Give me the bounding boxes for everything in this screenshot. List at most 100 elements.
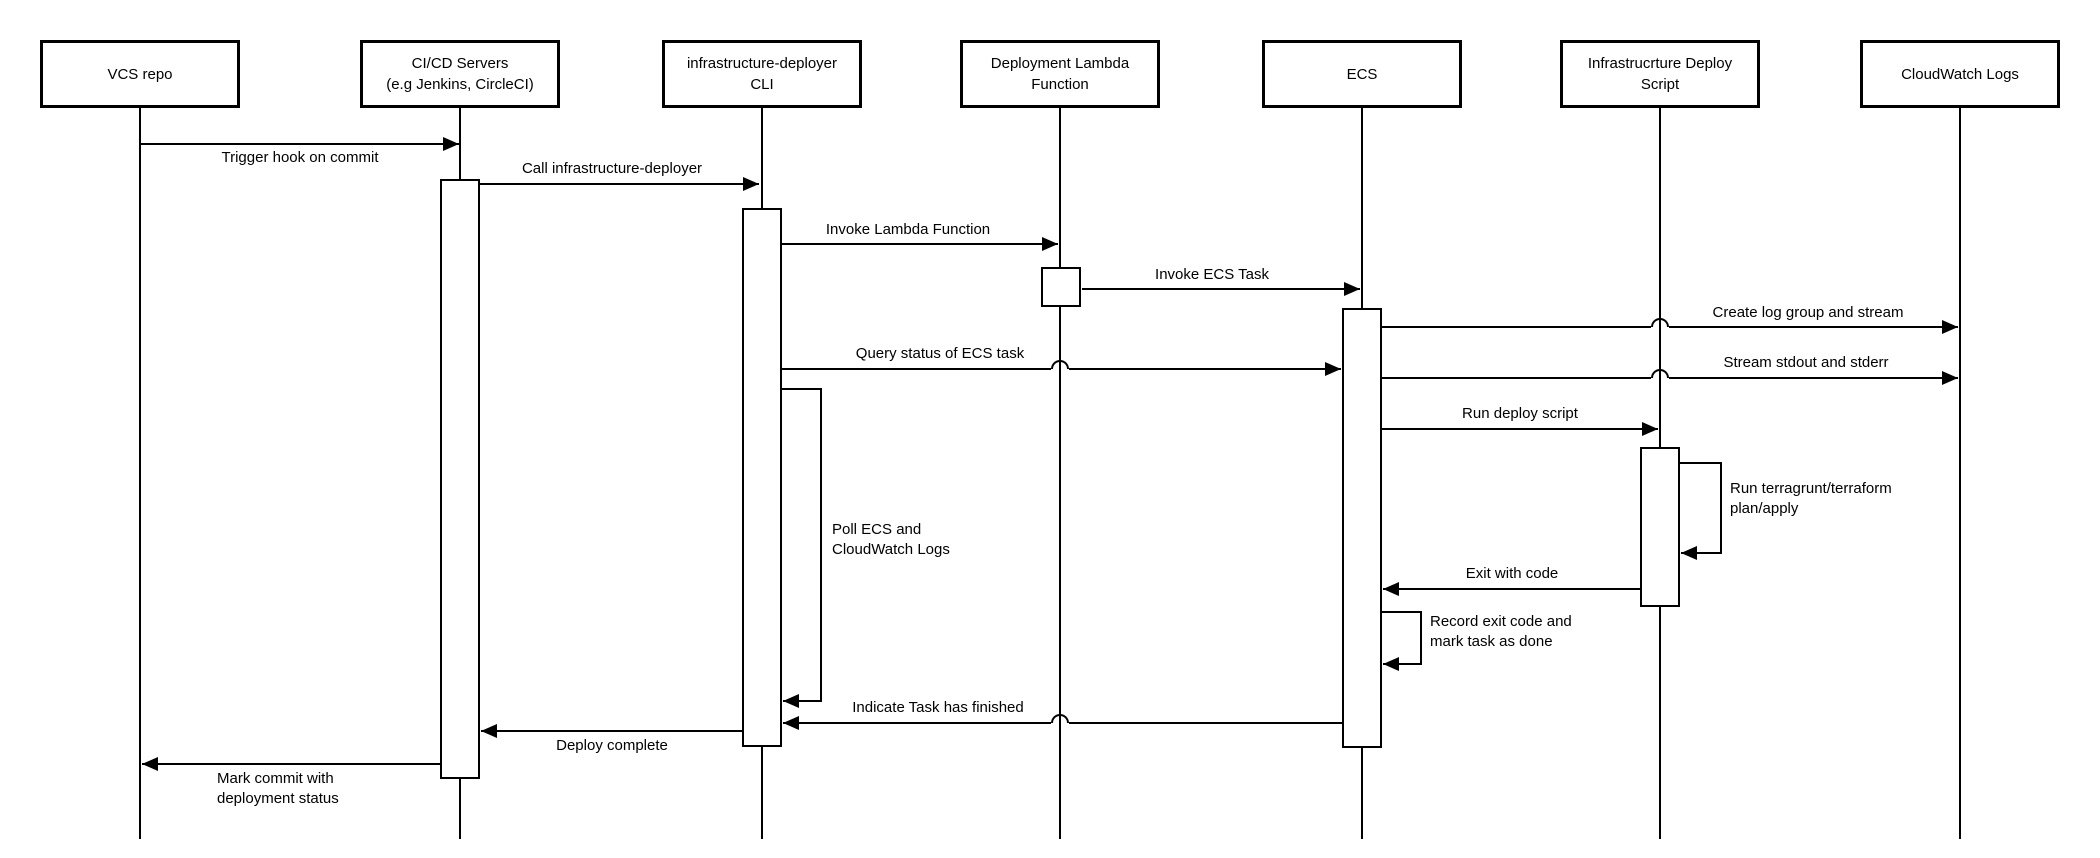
message-label-stream-stdout-text: Stream stdout and stderr <box>1723 354 1889 371</box>
actor-label: CLI <box>750 76 774 93</box>
actor-box-ecs: ECS <box>1262 40 1462 108</box>
self-message-label-poll-ecs-loop-text: Poll ECS and <box>832 521 922 538</box>
activation-bar-infrastructure-deployer-cli <box>742 208 782 747</box>
self-loop-bottom-poll-ecs-loop <box>783 700 822 702</box>
arrowhead-mark-commit <box>142 757 158 771</box>
actor-box-cloudwatch-logs: CloudWatch Logs <box>1860 40 2060 108</box>
lifeline-cloudwatch-logs <box>1959 108 1961 839</box>
message-label-mark-commit-text: Mark commit with <box>217 770 334 787</box>
message-label-query-status: Query status of ECS task <box>856 344 1024 364</box>
message-label-mark-commit: Mark commit with deployment status <box>217 769 339 809</box>
actor-label: ECS <box>1346 65 1378 83</box>
message-label-call-deployer: Call infrastructure-deployer <box>522 159 702 179</box>
message-label-exit-with-code: Exit with code <box>1466 564 1559 584</box>
activation-bar-ecs <box>1342 308 1382 748</box>
message-line-trigger-hook <box>141 143 459 145</box>
message-label-indicate-task-finished: Indicate Task has finished <box>852 698 1024 718</box>
message-label-invoke-ecs-task: Invoke ECS Task <box>1155 265 1269 285</box>
message-line-stream-stdout <box>1382 377 1651 379</box>
message-label-call-deployer-text: Call infrastructure-deployer <box>521 160 703 177</box>
activation-bar-infrastructure-deploy-script <box>1640 447 1680 607</box>
message-line-deploy-complete <box>481 730 742 732</box>
line-hop-arc <box>1051 714 1069 723</box>
lifeline-deployment-lambda-function <box>1059 108 1061 839</box>
self-loop-top-poll-ecs-loop <box>782 388 822 390</box>
self-loop-bottom-terragrunt-loop <box>1681 552 1722 554</box>
arrowhead-indicate-task-finished <box>783 716 799 730</box>
message-label-create-log-group: Create log group and stream <box>1713 303 1904 323</box>
message-line-indicate-task-finished <box>1069 722 1342 724</box>
message-label-trigger-hook: Trigger hook on commit <box>221 148 378 168</box>
message-line-create-log-group <box>1382 326 1651 328</box>
lifeline-vcs-repo <box>139 108 141 839</box>
arrowhead-terragrunt-loop <box>1681 546 1697 560</box>
actor-label: CloudWatch Logs <box>1901 65 2019 83</box>
actor-label: Script <box>1640 76 1680 93</box>
message-line-invoke-ecs-task <box>1082 288 1360 290</box>
message-line-create-log-group <box>1669 326 1958 328</box>
actor-label: CI/CD Servers <box>411 55 509 72</box>
activation-bar-cicd-servers <box>440 179 480 779</box>
message-line-indicate-task-finished <box>783 722 1051 724</box>
message-line-query-status <box>1069 368 1341 370</box>
arrowhead-create-log-group <box>1942 320 1958 334</box>
message-line-stream-stdout <box>1669 377 1958 379</box>
arrowhead-poll-ecs-loop <box>783 694 799 708</box>
self-message-label-terragrunt-loop: Run terragrunt/terraform plan/apply <box>1730 479 1892 519</box>
actor-label: VCS repo <box>107 65 173 83</box>
message-line-call-deployer <box>480 183 759 185</box>
message-label-deploy-complete: Deploy complete <box>556 736 668 756</box>
message-label-invoke-lambda-text: Invoke Lambda Function <box>825 221 991 238</box>
message-line-exit-with-code <box>1383 588 1640 590</box>
self-message-label-terragrunt-loop-text: Run terragrunt/terraform <box>1730 480 1892 497</box>
arrowhead-deploy-complete <box>481 724 497 738</box>
actor-label: (e.g Jenkins, CircleCI) <box>386 76 534 93</box>
message-label-indicate-task-finished-text: Indicate Task has finished <box>852 699 1024 716</box>
arrowhead-call-deployer <box>743 177 759 191</box>
actor-label: Function <box>1031 76 1089 93</box>
actor-label: infrastructure-deployer <box>686 55 838 72</box>
actor-box-vcs-repo: VCS repo <box>40 40 240 108</box>
self-loop-bottom-record-exit-loop <box>1383 663 1422 665</box>
message-line-query-status <box>782 368 1051 370</box>
arrowhead-run-deploy-script <box>1642 422 1658 436</box>
arrowhead-invoke-lambda <box>1042 237 1058 251</box>
message-label-create-log-group-text: Create log group and stream <box>1712 304 1904 321</box>
arrowhead-invoke-ecs-task <box>1344 282 1360 296</box>
self-message-label-record-exit-loop-text: Record exit code and <box>1430 613 1572 630</box>
message-label-query-status-text: Query status of ECS task <box>855 345 1025 362</box>
self-loop-top-terragrunt-loop <box>1680 462 1722 464</box>
message-line-invoke-lambda <box>782 243 1058 245</box>
arrowhead-record-exit-loop <box>1383 657 1399 671</box>
activation-bar-deployment-lambda-function <box>1041 267 1081 307</box>
actor-label: Deployment Lambda <box>990 55 1130 72</box>
self-loop-side-poll-ecs-loop <box>820 388 822 702</box>
self-message-label-poll-ecs-loop-text: CloudWatch Logs <box>832 541 950 558</box>
actor-label: Infrastrucrture Deploy <box>1587 55 1733 72</box>
line-hop-arc <box>1051 360 1069 369</box>
message-label-deploy-complete-text: Deploy complete <box>556 737 668 754</box>
line-hop-arc <box>1651 318 1669 327</box>
arrowhead-query-status <box>1325 362 1341 376</box>
self-message-label-record-exit-loop-text: mark task as done <box>1430 633 1553 650</box>
self-message-label-terragrunt-loop-text: plan/apply <box>1730 500 1799 517</box>
message-label-trigger-hook-text: Trigger hook on commit <box>221 149 379 166</box>
self-loop-side-record-exit-loop <box>1420 611 1422 665</box>
message-label-invoke-ecs-task-text: Invoke ECS Task <box>1155 266 1269 283</box>
arrowhead-exit-with-code <box>1383 582 1399 596</box>
arrowhead-stream-stdout <box>1942 371 1958 385</box>
message-label-mark-commit-text: deployment status <box>217 790 339 807</box>
self-loop-side-terragrunt-loop <box>1720 462 1722 554</box>
arrowhead-trigger-hook <box>443 137 459 151</box>
message-label-invoke-lambda: Invoke Lambda Function <box>826 220 990 240</box>
self-loop-top-record-exit-loop <box>1382 611 1422 613</box>
message-label-stream-stdout: Stream stdout and stderr <box>1723 353 1888 373</box>
line-hop-arc <box>1651 369 1669 378</box>
message-line-run-deploy-script <box>1382 428 1658 430</box>
message-label-exit-with-code-text: Exit with code <box>1465 565 1559 582</box>
